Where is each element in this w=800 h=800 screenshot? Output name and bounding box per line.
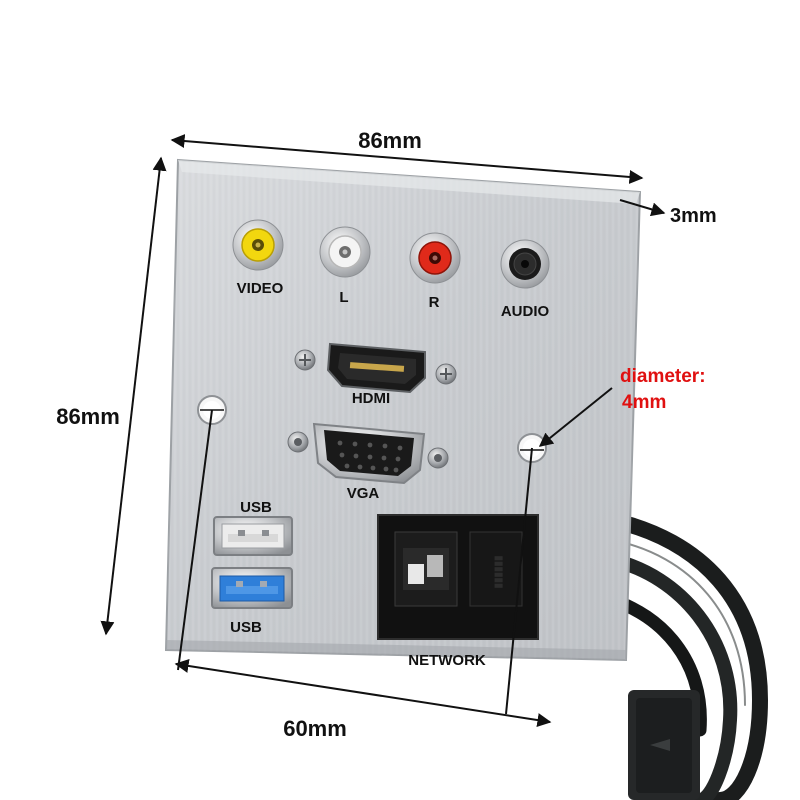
hdmi-port[interactable] [294, 342, 457, 394]
right-label: R [429, 294, 440, 311]
audio-label: AUDIO [501, 303, 550, 320]
hole-spacing-label: 60mm [283, 716, 347, 741]
vga-port[interactable] [287, 422, 449, 485]
cable [604, 512, 769, 800]
diameter-value: 4mm [622, 392, 666, 413]
vga-label: VGA [347, 485, 380, 502]
left-label: L [339, 289, 348, 306]
hdmi-label: HDMI [352, 390, 390, 407]
diameter-callout [538, 387, 613, 447]
usb-port-bottom[interactable] [211, 567, 293, 609]
usb-plug [628, 690, 700, 800]
depth-label: 3mm [670, 205, 717, 227]
network-port[interactable]: ▮▮▮▮▮▮ [377, 514, 539, 640]
height-label: 86mm [56, 404, 120, 429]
width-label: 86mm [358, 128, 422, 153]
network-label: NETWORK [408, 652, 486, 669]
audio-jack[interactable] [500, 239, 550, 289]
rca-left-jack[interactable] [319, 226, 371, 278]
rca-video-jack[interactable] [232, 219, 284, 271]
usb-port-top[interactable] [213, 516, 293, 556]
network-module-mark: ▮▮▮▮▮▮ [493, 555, 504, 588]
dimension-depth [619, 199, 666, 217]
usb-top-label: USB [240, 499, 272, 516]
rca-right-jack[interactable] [409, 232, 461, 284]
dimension-width [170, 134, 644, 184]
dimension-hole-spacing [174, 409, 552, 727]
video-label: VIDEO [237, 280, 284, 297]
diameter-label: diameter: [620, 366, 706, 387]
dimension-height [100, 156, 167, 636]
usb-bottom-label: USB [230, 619, 262, 636]
